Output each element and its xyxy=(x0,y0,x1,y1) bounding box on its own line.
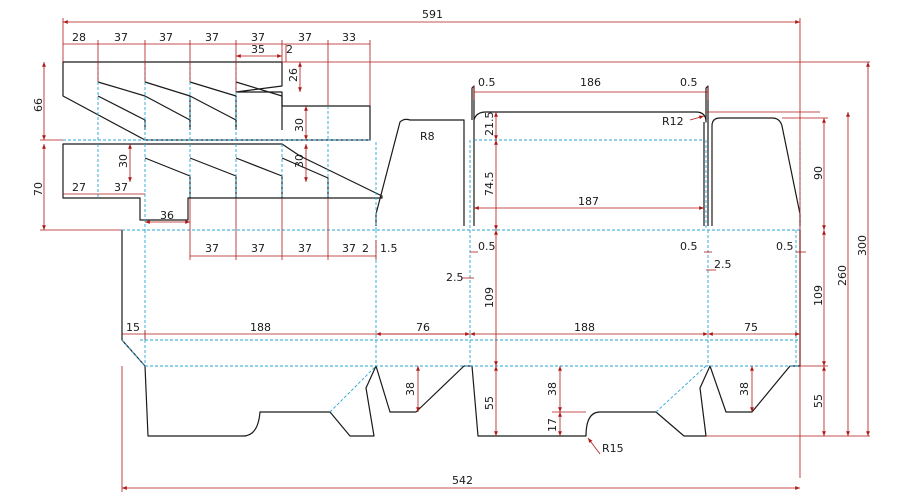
dim-27: 27 xyxy=(72,181,86,194)
dim-37: 37 xyxy=(251,242,265,255)
dim-109: 109 xyxy=(483,287,496,308)
dim-37: 37 xyxy=(205,242,219,255)
dim-74-5: 74.5 xyxy=(483,172,496,197)
dim-109: 109 xyxy=(812,285,825,306)
dim-37: 37 xyxy=(114,31,128,44)
dim-260: 260 xyxy=(836,265,849,286)
dim-75: 75 xyxy=(744,321,758,334)
radius-r15: R15 xyxy=(602,442,624,455)
dim-2: 2 xyxy=(286,43,293,56)
dim-187: 187 xyxy=(578,195,599,208)
dim-30: 30 xyxy=(293,154,306,168)
dim-591: 591 xyxy=(422,8,443,21)
dim-37: 37 xyxy=(298,31,312,44)
dim-30: 30 xyxy=(117,154,130,168)
dim-35: 35 xyxy=(251,43,265,56)
radius-r12: R12 xyxy=(662,115,684,128)
dim-0-5: 0.5 xyxy=(478,240,496,253)
dim-90: 90 xyxy=(812,166,825,180)
dim-17: 17 xyxy=(546,418,559,432)
dim-26: 26 xyxy=(287,68,300,82)
dimension-labels: 591 28 37 37 37 37 37 33 35 2 26 66 30 3… xyxy=(32,8,869,487)
dim-188: 188 xyxy=(250,321,271,334)
dim-0-5: 0.5 xyxy=(680,240,698,253)
dim-33: 33 xyxy=(342,31,356,44)
fold-lines xyxy=(63,62,801,413)
dim-38: 38 xyxy=(738,382,751,396)
dim-37: 37 xyxy=(342,242,356,255)
dim-55: 55 xyxy=(812,394,825,408)
dim-37: 37 xyxy=(251,31,265,44)
dim-38: 38 xyxy=(404,382,417,396)
dim-37: 37 xyxy=(114,181,128,194)
dim-76: 76 xyxy=(416,321,430,334)
dim-37: 37 xyxy=(205,31,219,44)
dim-21-5: 21.5 xyxy=(483,112,496,137)
dim-38: 38 xyxy=(546,382,559,396)
dim-2-5: 2.5 xyxy=(714,258,732,271)
dimension-lines xyxy=(40,18,870,492)
dim-28: 28 xyxy=(72,31,86,44)
dim-2-5: 2.5 xyxy=(446,271,464,284)
dim-37: 37 xyxy=(159,31,173,44)
dim-15: 15 xyxy=(126,321,140,334)
dim-66: 66 xyxy=(32,98,45,112)
dim-37: 37 xyxy=(298,242,312,255)
dim-188: 188 xyxy=(574,321,595,334)
dim-186: 186 xyxy=(580,76,601,89)
dim-2: 2 xyxy=(362,242,369,255)
dim-36: 36 xyxy=(160,209,174,222)
dim-30: 30 xyxy=(293,118,306,132)
dim-55: 55 xyxy=(483,396,496,410)
dim-542: 542 xyxy=(452,474,473,487)
dim-0-5: 0.5 xyxy=(776,240,794,253)
radius-r8: R8 xyxy=(420,130,435,143)
dim-0-5: 0.5 xyxy=(680,76,698,89)
dim-300: 300 xyxy=(856,235,869,256)
dim-1-5: 1.5 xyxy=(380,242,398,255)
dim-0-5: 0.5 xyxy=(478,76,496,89)
dim-70: 70 xyxy=(32,182,45,196)
